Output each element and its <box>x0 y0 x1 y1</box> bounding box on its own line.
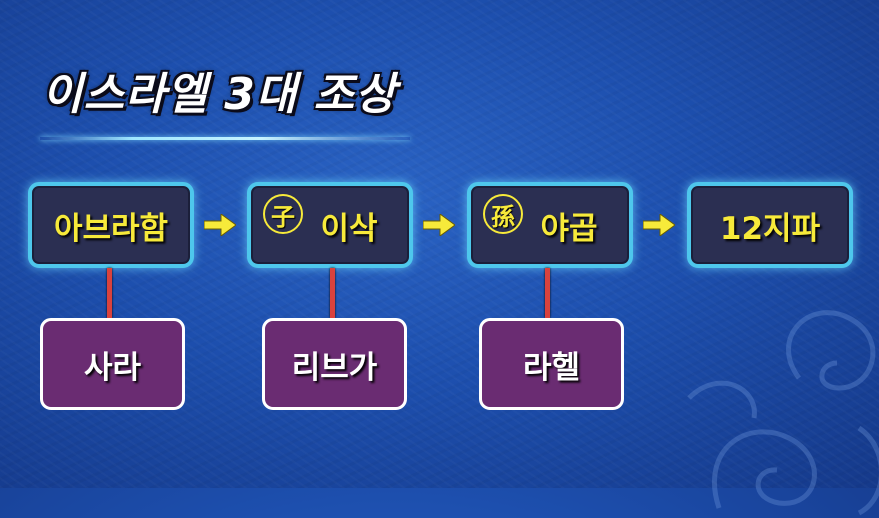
spouse-node-label: 사라 <box>83 349 142 386</box>
spouse-connector <box>107 268 112 318</box>
lineage-node-abraham: 아브라함 <box>28 182 194 268</box>
grandson-badge-icon: 孫 <box>483 194 523 234</box>
spouse-node-sarah: 사라 <box>40 318 185 410</box>
spouse-node-rachel: 라헬 <box>479 318 624 410</box>
lineage-node-label: 아브라함 <box>53 210 169 247</box>
lineage-node-label: 야곱 <box>540 210 598 247</box>
son-badge-icon: 子 <box>263 194 303 234</box>
spouse-node-rebekah: 리브가 <box>262 318 407 410</box>
spouse-connector <box>330 268 335 318</box>
arrow-right-icon <box>643 214 675 236</box>
page-title: 이스라엘 3대 조상 <box>42 69 397 120</box>
lineage-node-jacob: 孫 야곱 <box>467 182 633 268</box>
spouse-node-label: 라헬 <box>522 349 581 386</box>
spouse-connector <box>545 268 550 318</box>
arrow-right-icon <box>204 214 236 236</box>
title-underline <box>40 137 410 140</box>
spouse-node-label: 리브가 <box>291 349 378 386</box>
arrow-right-icon <box>423 214 455 236</box>
lineage-node-isaac: 子 이삭 <box>247 182 413 268</box>
lineage-node-label: 12지파 <box>719 210 821 247</box>
lineage-node-label: 이삭 <box>320 210 378 247</box>
decorative-ornament <box>687 310 879 516</box>
lineage-node-twelve-tribes: 12지파 <box>687 182 853 268</box>
